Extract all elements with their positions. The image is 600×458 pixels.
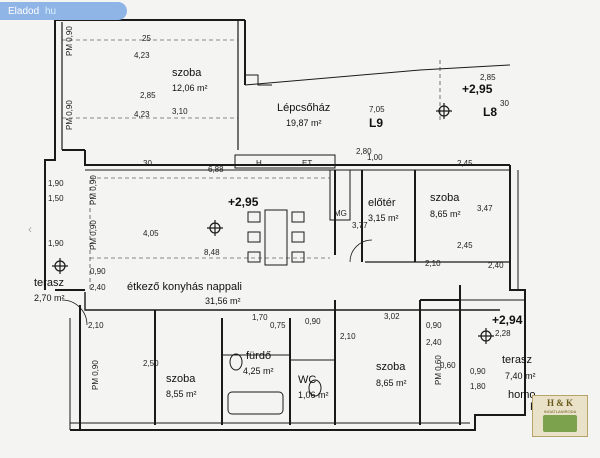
wall-label: PM 0,90	[89, 175, 98, 205]
dimension-label: 3,47	[477, 204, 493, 213]
dimension-label: 4,23	[134, 51, 150, 60]
dimension-label: 2,28	[495, 329, 511, 338]
room-name: szoba	[376, 361, 406, 373]
fixture-label: MG	[334, 209, 347, 218]
dimension-label: 25	[142, 34, 151, 43]
dimension-label: 0,60	[440, 361, 456, 370]
dimension-label: 30	[500, 99, 509, 108]
dimension-label: 2,85	[140, 91, 156, 100]
dimension-label: 8,48	[204, 248, 220, 257]
fixture-label: H	[256, 159, 262, 168]
dimension-label: 7,05	[369, 105, 385, 114]
room-area: 7,40 m²	[505, 371, 536, 381]
wall-label: PM 0,90	[89, 220, 98, 250]
dimension-label: 2,10	[425, 259, 441, 268]
dimension-label: 4,05	[143, 229, 159, 238]
dimension-label: 2,40	[426, 338, 442, 347]
dimension-label: 1,80	[470, 382, 486, 391]
room-area: 8,65 m²	[430, 209, 461, 219]
room-name: előtér	[368, 197, 396, 209]
dimension-label: 2,50	[143, 359, 159, 368]
dimension-label: 3,10	[172, 107, 188, 116]
site-badge-prefix: Eladod	[8, 6, 40, 17]
dimension-label: 4,23	[134, 110, 150, 119]
room-area: 8,55 m²	[166, 389, 197, 399]
room-area: 2,70 m²	[34, 293, 65, 303]
dimension-label: 2,10	[340, 332, 356, 341]
room-name: fürdő	[246, 350, 272, 362]
section-marker: L9	[369, 116, 384, 130]
site-badge-suffix: hu	[45, 6, 57, 17]
dimension-label: 3,77	[352, 221, 368, 230]
dimension-label: 2,85	[480, 73, 496, 82]
dimension-label: 2,80	[356, 147, 372, 156]
dimension-label: 6,88	[208, 165, 224, 174]
room-name: szoba	[172, 67, 202, 79]
dimension-lines	[62, 39, 441, 290]
dimension-label: 2,10	[88, 321, 104, 330]
room-area: 19,87 m²	[286, 118, 322, 128]
elevation-label: +2,95	[462, 82, 493, 96]
logo-image	[543, 415, 577, 432]
dimension-label: 2,45	[457, 241, 473, 250]
elevation-label: +2,95	[228, 195, 259, 209]
section-marker: L8	[483, 105, 498, 119]
room-area: 1,06 m²	[298, 390, 329, 400]
room-name: terasz	[502, 354, 532, 366]
room-name: Lépcsőház	[277, 102, 331, 114]
room-area: 4,25 m²	[243, 366, 274, 376]
wall-label: PM 0,90	[65, 26, 74, 56]
room-name: terasz	[34, 277, 64, 289]
room-name: szoba	[430, 192, 460, 204]
room-area: 3,15 m²	[368, 213, 399, 223]
room-name: szoba	[166, 373, 196, 385]
dimension-label: 0,75	[270, 321, 286, 330]
plan-walls	[44, 19, 526, 431]
room-area: 8,65 m²	[376, 378, 407, 388]
crosshair-markers	[52, 103, 494, 344]
dimension-label: 1,50	[48, 194, 64, 203]
logo-subtitle: INGATLANIRODA	[543, 409, 577, 414]
dimension-label: 1,90	[48, 239, 64, 248]
dimension-label: 2,40	[90, 283, 106, 292]
dimension-label: 0,90	[305, 317, 321, 326]
room-area: 12,06 m²	[172, 83, 208, 93]
dimension-label: 0,90	[90, 267, 106, 276]
dimension-label: 2,45	[457, 159, 473, 168]
dimension-label: 1,00	[367, 153, 383, 162]
cut-off-text: homo	[508, 389, 536, 401]
wall-label: PM 0,90	[91, 360, 100, 390]
dimension-label: 0,90	[470, 367, 486, 376]
dimension-label: 0,90	[426, 321, 442, 330]
agency-logo: H & K INGATLANIRODA	[532, 395, 588, 437]
logo-title: H & K	[547, 398, 573, 408]
dimension-label: 30	[143, 159, 152, 168]
fixture-label: ET	[302, 159, 313, 168]
site-badge[interactable]: Eladod hu	[0, 2, 127, 20]
dimension-label: 1,70	[252, 313, 268, 322]
elevation-label: +2,94	[492, 313, 523, 327]
room-name: étkező konyhás nappali	[127, 281, 242, 293]
chevron-left-icon[interactable]: ‹	[28, 222, 32, 236]
room-name: WC	[298, 374, 317, 386]
wall-label: PM 0,60	[434, 355, 443, 385]
dimension-label: 3,02	[384, 312, 400, 321]
room-area: 31,56 m²	[205, 296, 241, 306]
wall-label: PM 0,90	[65, 100, 74, 130]
dimension-label: 2,40	[488, 261, 504, 270]
dimension-label: 1,90	[48, 179, 64, 188]
